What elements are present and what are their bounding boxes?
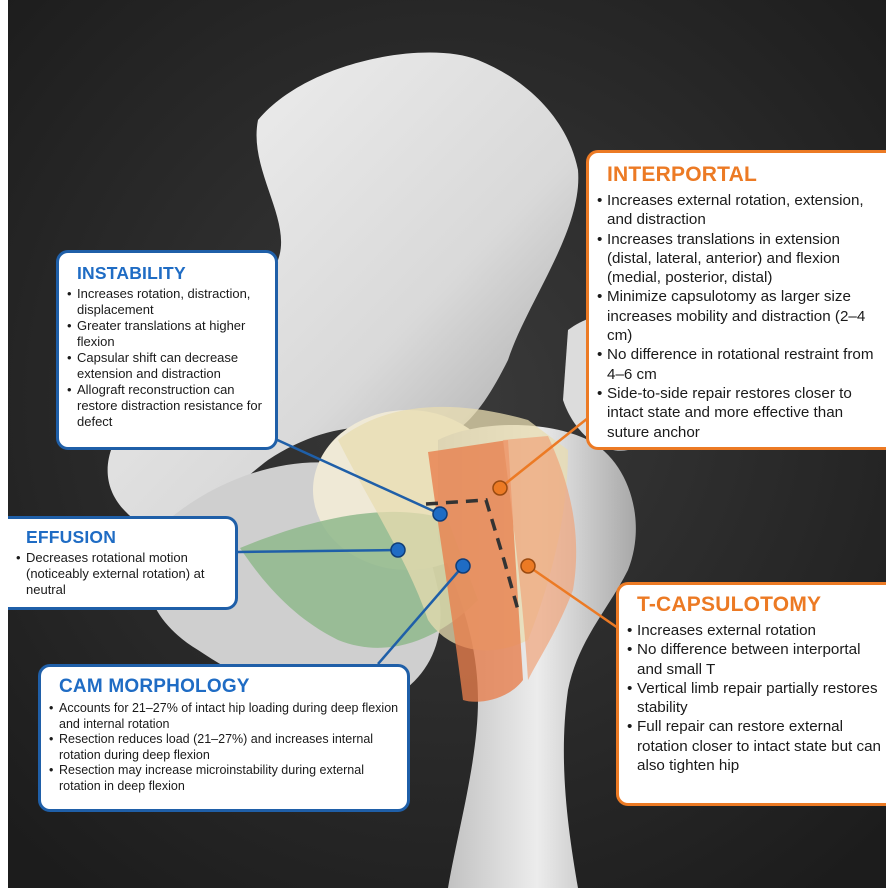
t-capsulotomy-title: T-CAPSULOTOMY [637,593,882,617]
cam-morphology-item: Accounts for 21–27% of intact hip loadin… [59,701,399,732]
effusion-list: Decreases rotational motion (noticeably … [26,550,227,598]
t-capsulotomy-item: Vertical limb repair partially restores … [637,679,882,718]
cam-marker [456,559,470,573]
effusion-callout: EFFUSION Decreases rotational motion (no… [8,516,238,610]
instability-list: Increases rotation, distraction, displac… [77,286,267,430]
cam-morphology-callout: CAM MORPHOLOGY Accounts for 21–27% of in… [38,664,410,812]
t-capsulotomy-item: No difference between interportal and sm… [637,640,882,679]
interportal-item: Increases translations in extension (dis… [607,230,882,288]
interportal-item: No difference in rotational restraint fr… [607,345,882,384]
interportal-item: Side-to-side repair restores closer to i… [607,384,882,442]
instability-marker [433,507,447,521]
cam-morphology-item: Resection may increase microinstability … [59,763,399,794]
instability-item: Capsular shift can decrease extension an… [77,350,267,382]
interportal-item: Minimize capsulotomy as larger size incr… [607,287,882,345]
t-capsulotomy-item: Increases external rotation [637,621,882,640]
instability-item: Greater translations at higher flexion [77,318,267,350]
t-capsulotomy-item: Full repair can restore external rotatio… [637,717,882,775]
t-capsulotomy-list: Increases external rotation No differenc… [637,621,882,775]
interportal-callout: INTERPORTAL Increases external rotation,… [586,150,886,450]
effusion-item: Decreases rotational motion (noticeably … [26,550,227,598]
instability-callout: INSTABILITY Increases rotation, distract… [56,250,278,450]
t-capsulotomy-marker [521,559,535,573]
effusion-title: EFFUSION [26,527,227,548]
cam-morphology-list: Accounts for 21–27% of intact hip loadin… [59,701,399,794]
cam-morphology-item: Resection reduces load (21–27%) and incr… [59,732,399,763]
effusion-marker [391,543,405,557]
instability-title: INSTABILITY [77,263,267,284]
interportal-marker [493,481,507,495]
interportal-item: Increases external rotation, extension, … [607,191,882,230]
instability-item: Increases rotation, distraction, displac… [77,286,267,318]
diagram-canvas: INSTABILITY Increases rotation, distract… [8,0,886,888]
interportal-list: Increases external rotation, extension, … [607,191,882,442]
instability-item: Allograft reconstruction can restore dis… [77,382,267,430]
t-capsulotomy-callout: T-CAPSULOTOMY Increases external rotatio… [616,582,886,806]
interportal-title: INTERPORTAL [607,163,882,187]
cam-morphology-title: CAM MORPHOLOGY [59,676,399,698]
